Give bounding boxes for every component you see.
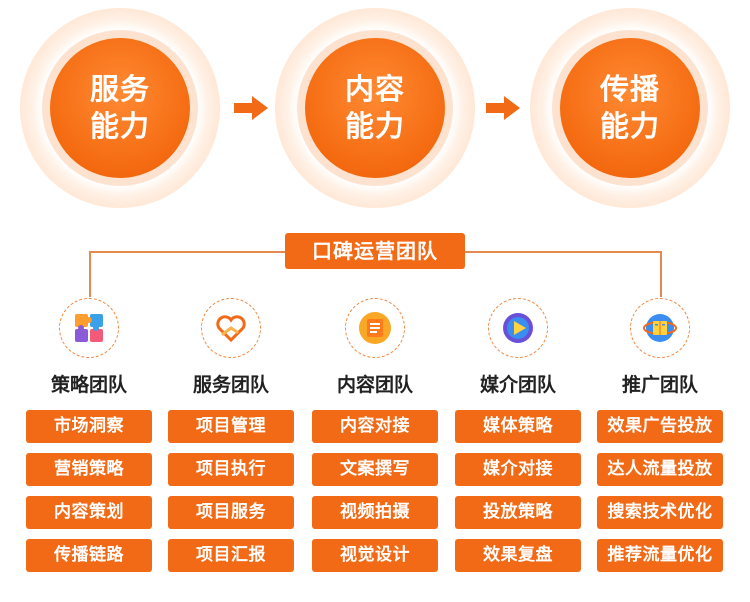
team-item: 达人流量投放 — [597, 453, 723, 486]
team-name: 推广团队 — [621, 374, 698, 396]
arrow-right-icon — [234, 96, 268, 120]
team-item: 项目执行 — [168, 453, 294, 486]
capability-line1: 内容 — [344, 72, 405, 106]
arrow-right-icon — [486, 96, 520, 120]
capability-line1: 服务 — [89, 72, 150, 106]
team-item: 搜索技术优化 — [597, 496, 723, 529]
team-item: 项目管理 — [168, 410, 294, 443]
team-item: 文案撰写 — [312, 453, 438, 486]
team-item: 推荐流量优化 — [597, 539, 723, 572]
team-item: 内容对接 — [312, 410, 438, 443]
team-item: 项目汇报 — [168, 539, 294, 572]
capability-line2: 能力 — [89, 109, 150, 143]
team-item: 视觉设计 — [312, 539, 438, 572]
heart-hand-icon — [216, 315, 246, 343]
team-item: 内容策划 — [26, 496, 152, 529]
team-name: 媒介团队 — [479, 374, 556, 396]
team-item: 传播链路 — [26, 539, 152, 572]
capability-line2: 能力 — [599, 109, 660, 143]
team-item: 视频拍摄 — [312, 496, 438, 529]
capability-circle-spread: 传播 能力 — [530, 8, 730, 208]
team-item: 营销策略 — [26, 453, 152, 486]
connector-line — [465, 251, 661, 253]
play-icon — [503, 313, 533, 343]
team-item: 媒介对接 — [455, 453, 581, 486]
team-item: 效果复盘 — [455, 539, 581, 572]
connector-line — [660, 251, 662, 297]
team-item: 投放策略 — [455, 496, 581, 529]
book-globe-icon — [643, 314, 677, 342]
team-name: 服务团队 — [192, 374, 269, 396]
connector-line — [89, 251, 285, 253]
team-name: 策略团队 — [50, 374, 127, 396]
team-item: 市场洞察 — [26, 410, 152, 443]
connector-line — [89, 251, 91, 297]
team-item: 项目服务 — [168, 496, 294, 529]
team-item: 媒体策略 — [455, 410, 581, 443]
team-item: 效果广告投放 — [597, 410, 723, 443]
capability-line1: 传播 — [599, 72, 660, 106]
capability-line2: 能力 — [344, 109, 405, 143]
puzzle-icon — [75, 314, 103, 342]
team-title: 口碑运营团队 — [285, 233, 465, 269]
capability-circle-service: 服务 能力 — [20, 8, 220, 208]
capability-circle-content: 内容 能力 — [275, 8, 475, 208]
document-icon — [359, 312, 391, 344]
team-name: 内容团队 — [336, 374, 413, 396]
